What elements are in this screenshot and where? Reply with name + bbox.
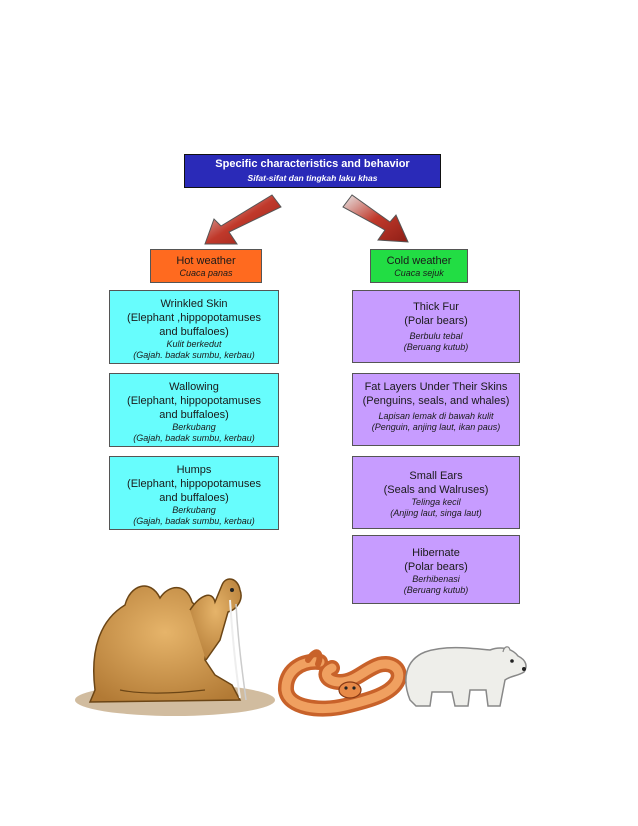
hot-weather-label-ms: Cuaca panas [179,268,233,278]
snake-icon [278,649,407,717]
cold-card-title: Hibernate [412,547,460,559]
hot-card-title: Humps [176,464,212,476]
cold-card-title-ms: Telinga kecil [411,497,461,507]
polar-bear-icon [405,646,527,707]
hot-weather-box: Hot weather Cuaca panas [150,249,262,283]
cold-card-animals-ms: (Beruang kutub) [403,585,469,595]
cold-card-title: Fat Layers Under Their Skins [364,381,508,393]
hot-card-humps: Humps (Elephant, hippopotamuses and buff… [109,456,279,530]
hot-card-title-ms: Kulit berkedut [166,339,222,349]
arrow-to-cold-icon [342,194,409,243]
hot-card-title: Wrinkled Skin [160,298,228,310]
cold-card-animals: (Penguins, seals, and whales) [362,395,510,407]
cold-card-title-ms: Lapisan lemak di bawah kulit [378,411,494,421]
cold-card-thick-fur: Thick Fur (Polar bears) Berbulu tebal (B… [352,290,520,363]
hot-card-title: Wallowing [169,381,219,393]
cold-card-animals: (Polar bears) [404,315,468,327]
hot-card-animals: (Elephant, hippopotamuses [127,395,261,407]
hot-card-animals: (Elephant ,hippopotamuses [127,312,261,324]
hot-card-wallowing: Wallowing (Elephant, hippopotamuses and … [109,373,279,447]
hot-card-animals: and buffaloes) [159,326,229,338]
main-title: Specific characteristics and behavior [215,158,410,170]
cold-card-animals-ms: (Beruang kutub) [403,342,469,352]
cold-card-small-ears: Small Ears (Seals and Walruses) Telinga … [352,456,520,529]
hot-card-animals-ms: (Gajah. badak sumbu, kerbau) [133,350,255,360]
hot-card-animals: and buffaloes) [159,492,229,504]
hot-card-wrinkled-skin: Wrinkled Skin (Elephant ,hippopotamuses … [109,290,279,364]
hot-card-animals: (Elephant, hippopotamuses [127,478,261,490]
main-subtitle: Sifat-sifat dan tingkah laku khas [247,173,378,183]
hot-card-title-ms: Berkubang [172,505,216,515]
arrow-to-hot-icon [204,194,282,245]
cold-weather-label-ms: Cuaca sejuk [394,268,444,278]
cold-card-title-ms: Berbulu tebal [409,331,463,341]
cold-card-animals-ms: (Anjing laut, singa laut) [390,508,482,518]
cold-card-title: Small Ears [409,470,463,482]
cold-weather-box: Cold weather Cuaca sejuk [370,249,468,283]
cold-card-hibernate: Hibernate (Polar bears) Berhibenasi (Ber… [352,535,520,604]
main-title-box: Specific characteristics and behavior Si… [184,154,441,188]
hot-card-animals-ms: (Gajah, badak sumbu, kerbau) [133,433,255,443]
cold-card-fat-layers: Fat Layers Under Their Skins (Penguins, … [352,373,520,446]
hot-card-title-ms: Berkubang [172,422,216,432]
cold-card-animals: (Seals and Walruses) [383,484,489,496]
cold-card-animals-ms: (Penguin, anjing laut, ikan paus) [371,422,501,432]
hot-weather-label: Hot weather [176,255,236,267]
cold-card-animals: (Polar bears) [404,561,468,573]
cold-card-title-ms: Berhibenasi [412,574,460,584]
camel-icon [75,578,275,716]
hot-card-animals: and buffaloes) [159,409,229,421]
cold-weather-label: Cold weather [386,255,452,267]
hot-card-animals-ms: (Gajah, badak sumbu, kerbau) [133,516,255,526]
cold-card-title: Thick Fur [413,301,459,313]
